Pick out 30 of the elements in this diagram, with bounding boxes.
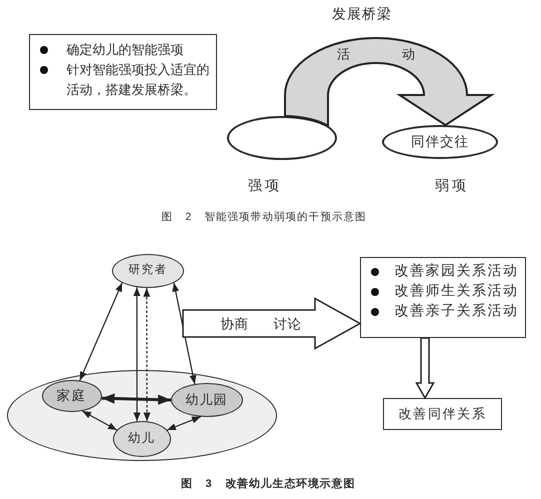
arrow	[133, 287, 140, 422]
arrow	[82, 410, 118, 431]
arrow	[102, 393, 172, 405]
ellipse: 家庭	[42, 380, 102, 412]
ellipse: 幼儿	[112, 420, 171, 457]
text-box: 改善同伴关系	[383, 398, 502, 430]
block-arrow	[415, 337, 435, 400]
ellipse: 同伴交往	[382, 125, 498, 159]
arrow	[79, 282, 123, 381]
edge-label: 活动	[337, 48, 415, 60]
arrow	[172, 282, 196, 384]
dashed-arrow	[143, 288, 150, 422]
bullet-text: 改善家园关系活动	[394, 262, 519, 281]
node-caption: 强项	[248, 178, 282, 195]
ellipse: 幼儿园	[170, 382, 243, 417]
bullet-text: 针对智能强项投入适宜的活动，搭建发展桥梁。	[66, 60, 211, 99]
bullet-text: 改善亲子关系活动	[394, 302, 519, 321]
curved-block-arrow	[284, 37, 492, 127]
bullet-text: 确定幼儿的智能强项	[66, 40, 184, 59]
figure-caption: 图 2 智能强项带动弱项的干预示意图	[161, 212, 367, 224]
figure-caption: 图 3 改善幼儿生态环境示意图	[180, 478, 356, 490]
text-box	[29, 34, 217, 110]
arrow	[166, 416, 201, 431]
edge-label: 协商 讨论	[220, 317, 302, 331]
heading-text: 发展桥梁	[332, 7, 392, 23]
block-arrow	[182, 297, 362, 350]
ellipse: 研究者	[112, 254, 184, 288]
node-caption: 弱项	[435, 178, 469, 195]
text-box	[360, 257, 526, 338]
bullet-text: 改善师生关系活动	[394, 282, 519, 301]
